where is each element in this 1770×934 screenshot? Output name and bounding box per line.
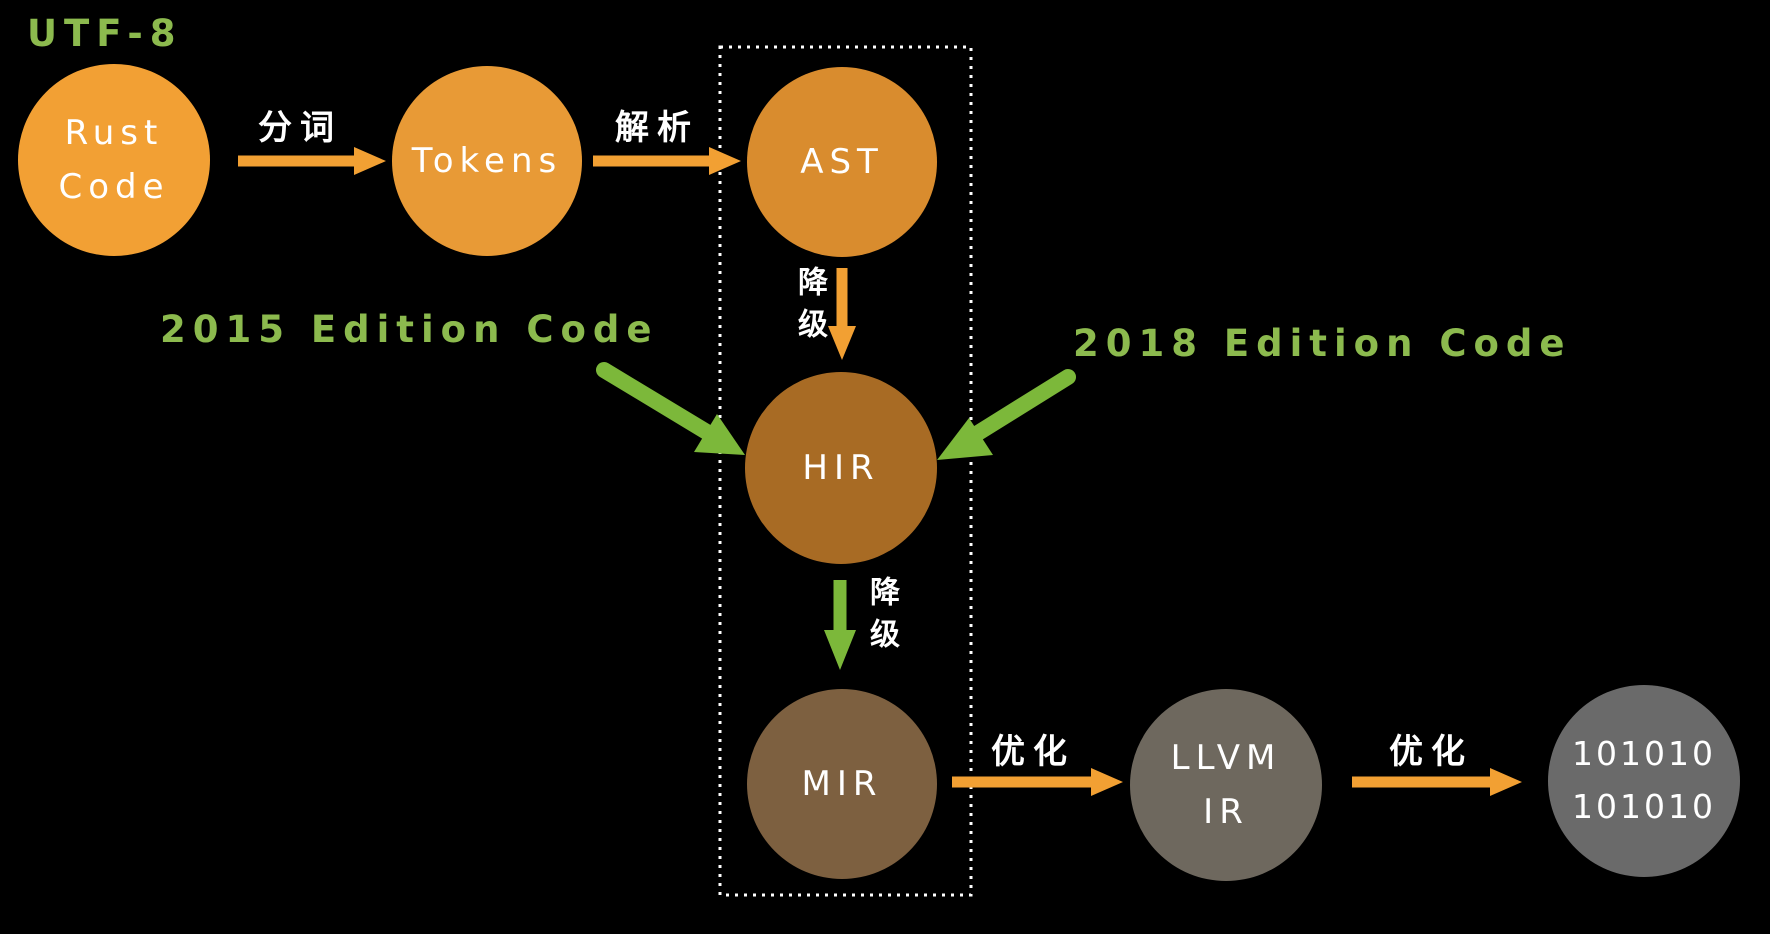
arrow-rust-to-tokens (238, 147, 386, 175)
lower-hir-mir-label: 降级 (864, 576, 899, 660)
ast-node: AST (747, 67, 937, 257)
edition-2015-label: 2015 Edition Code (160, 308, 659, 351)
arrow-2015-to-hir (596, 362, 745, 455)
arrow-llvm-to-binary (1352, 768, 1522, 796)
rust-code-node: Rust Code (18, 64, 210, 256)
arrow-2018-to-hir (937, 369, 1076, 460)
edition-2018-label: 2018 Edition Code (1073, 322, 1572, 365)
optimize-llvm-label: 优化 (1389, 732, 1473, 772)
arrow-ast-to-hir (828, 268, 856, 360)
optimize-mir-label: 优化 (991, 732, 1075, 772)
lower-ast-hir-label: 降级 (792, 266, 827, 350)
arrow-hir-to-mir (824, 580, 856, 670)
binary-output-node: 101010 101010 (1548, 685, 1740, 877)
parse-label: 解析 (615, 108, 699, 148)
mir-node: MIR (747, 689, 937, 879)
tokenize-label: 分词 (258, 108, 342, 148)
arrow-mir-to-llvm (952, 768, 1123, 796)
hir-node: HIR (745, 372, 937, 564)
highlight-box (718, 45, 973, 897)
llvm-ir-node: LLVM IR (1130, 689, 1322, 881)
arrow-tokens-to-ast (593, 147, 741, 175)
encoding-label: UTF-8 (27, 12, 183, 55)
tokens-node: Tokens (392, 66, 582, 256)
